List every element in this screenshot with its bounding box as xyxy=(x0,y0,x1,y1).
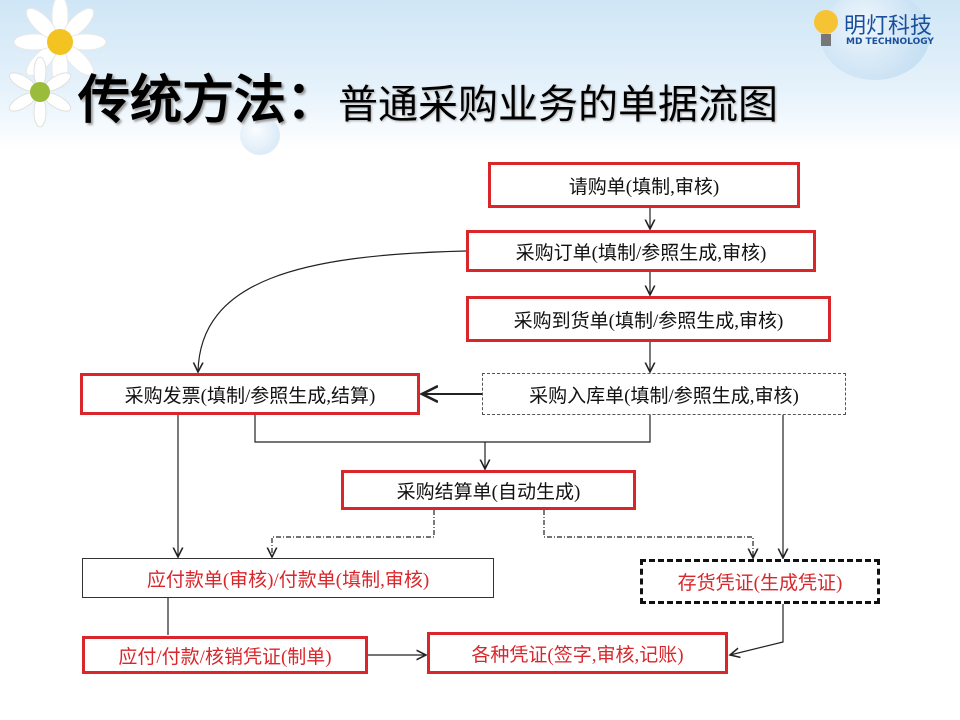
node-payable-voucher: 应付/付款/核销凭证(制单) xyxy=(82,636,368,674)
connector-invoice-receipt xyxy=(254,414,651,443)
node-vouchers: 各种凭证(签字,审核,记账) xyxy=(427,632,728,674)
lightbulb-icon xyxy=(814,10,838,46)
node-settlement: 采购结算单(自动生成) xyxy=(341,470,636,510)
node-purchase-order: 采购订单(填制/参照生成,审核) xyxy=(466,230,816,272)
decorative-bubble xyxy=(820,0,930,80)
node-arrival: 采购到货单(填制/参照生成,审核) xyxy=(466,296,831,342)
title-sub: 普通采购业务的单据流图 xyxy=(338,82,779,128)
node-requisition: 请购单(填制,审核) xyxy=(488,162,800,208)
arrow-settlement-to-payable xyxy=(272,510,435,557)
decorative-bubble xyxy=(240,115,280,155)
daisy-flower-icon xyxy=(8,0,107,128)
logo-name-en: MD TECHNOLOGY xyxy=(846,37,934,47)
arrow-inventory-to-vouchers xyxy=(730,604,784,655)
arrow-order-to-invoice xyxy=(198,250,467,372)
node-payable: 应付款单(审核)/付款单(填制,审核) xyxy=(82,558,494,598)
page-title: 传统方法：普通采购业务的单据流图 xyxy=(78,58,778,133)
header-background xyxy=(0,0,960,150)
company-logo: 明灯科技 MD TECHNOLOGY xyxy=(812,6,934,58)
node-invoice: 采购发票(填制/参照生成,结算) xyxy=(80,373,420,415)
node-inventory-voucher: 存货凭证(生成凭证) xyxy=(640,559,880,604)
arrow-settlement-to-inventory-voucher xyxy=(543,510,753,558)
logo-name-cn: 明灯科技 xyxy=(844,14,933,39)
title-main: 传统方法： xyxy=(78,70,339,131)
node-receipt: 采购入库单(填制/参照生成,审核) xyxy=(482,373,846,415)
